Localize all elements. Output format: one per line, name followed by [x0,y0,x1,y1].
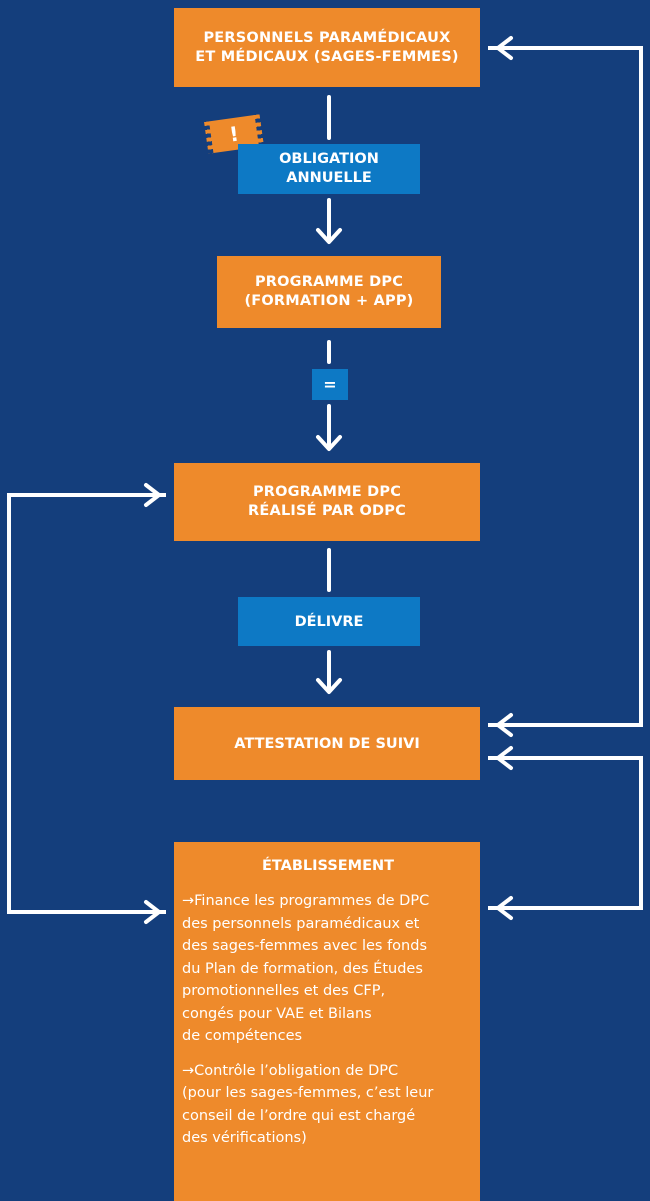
etablissement-finance-line: →Finance les programmes de DPC [182,893,430,909]
arrowhead-etablissement [496,896,513,920]
etablissement-finance-line: des personnels paramédicaux et [182,915,420,932]
tag-equals: = [312,369,348,400]
node-personnels: PERSONNELS PARAMÉDICAUX ET MÉDICAUX (SAG… [174,8,480,87]
tag-obligation-line-1: OBLIGATION [279,151,379,167]
tag-delivre-label: DÉLIVRE [294,613,364,630]
alert-icon-label: ! [227,121,241,147]
etablissement-finance-line: de compétences [182,1028,303,1044]
etablissement-finance-line: promotionnelles et des CFP, [182,983,386,999]
arrowhead-programme [316,228,342,244]
arrowhead-attestation-2 [496,746,513,770]
right-loop-line-2 [488,756,643,910]
node-personnels-line-2: ET MÉDICAUX (SAGES-FEMMES) [195,48,459,65]
left-loop-line [7,493,166,914]
node-programme-line-2: (FORMATION + APP) [244,293,414,309]
etablissement-controle-line: conseil de l’ordre qui est chargé [182,1107,416,1124]
node-personnels-line-1: PERSONNELS PARAMÉDICAUX [203,29,451,46]
tag-obligation-annuelle: OBLIGATION ANNUELLE [238,144,420,194]
tag-equals-label: = [323,375,337,394]
tag-delivre: DÉLIVRE [238,597,420,646]
etablissement-finance-line: du Plan de formation, des Études [182,960,423,977]
etablissement-controle-line: →Contrôle l’obligation de DPC [182,1062,399,1079]
arrowhead-realise-top [316,435,342,451]
etablissement-finance-line: des sages-femmes avec les fonds [182,938,428,954]
arrowhead-attestation-1 [496,713,513,737]
arrowhead-realise [144,483,161,507]
node-programme-line-1: PROGRAMME DPC [254,274,404,290]
node-etablissement: ÉTABLISSEMENT →Finance les programmes de… [174,842,480,1201]
node-programme-dpc: PROGRAMME DPC (FORMATION + APP) [217,256,441,328]
etablissement-paragraph-controle: →Contrôle l’obligation de DPC (pour les … [182,1060,474,1150]
etablissement-controle-line: (pour les sages-femmes, c’est leur [182,1085,434,1101]
arrowhead-attestation-top [316,678,342,694]
node-programme-realise: PROGRAMME DPC RÉALISÉ PAR ODPC [174,463,480,541]
right-loop-line [488,46,643,727]
etablissement-title: ÉTABLISSEMENT [261,858,395,874]
node-realise-line-2: RÉALISÉ PAR ODPC [248,503,406,519]
tag-obligation-line-2: ANNUELLE [286,170,372,186]
arrowhead-left-etablissement [144,900,161,924]
etablissement-finance-line: congés pour VAE et Bilans [182,1005,372,1022]
node-attestation: ATTESTATION DE SUIVI [174,707,480,780]
node-attestation-label: ATTESTATION DE SUIVI [234,735,420,752]
arrowhead-personnels [496,36,513,60]
node-realise-line-1: PROGRAMME DPC [252,484,402,500]
etablissement-paragraph-finance: →Finance les programmes de DPC des perso… [182,890,474,1048]
etablissement-controle-line: des vérifications) [182,1130,307,1146]
